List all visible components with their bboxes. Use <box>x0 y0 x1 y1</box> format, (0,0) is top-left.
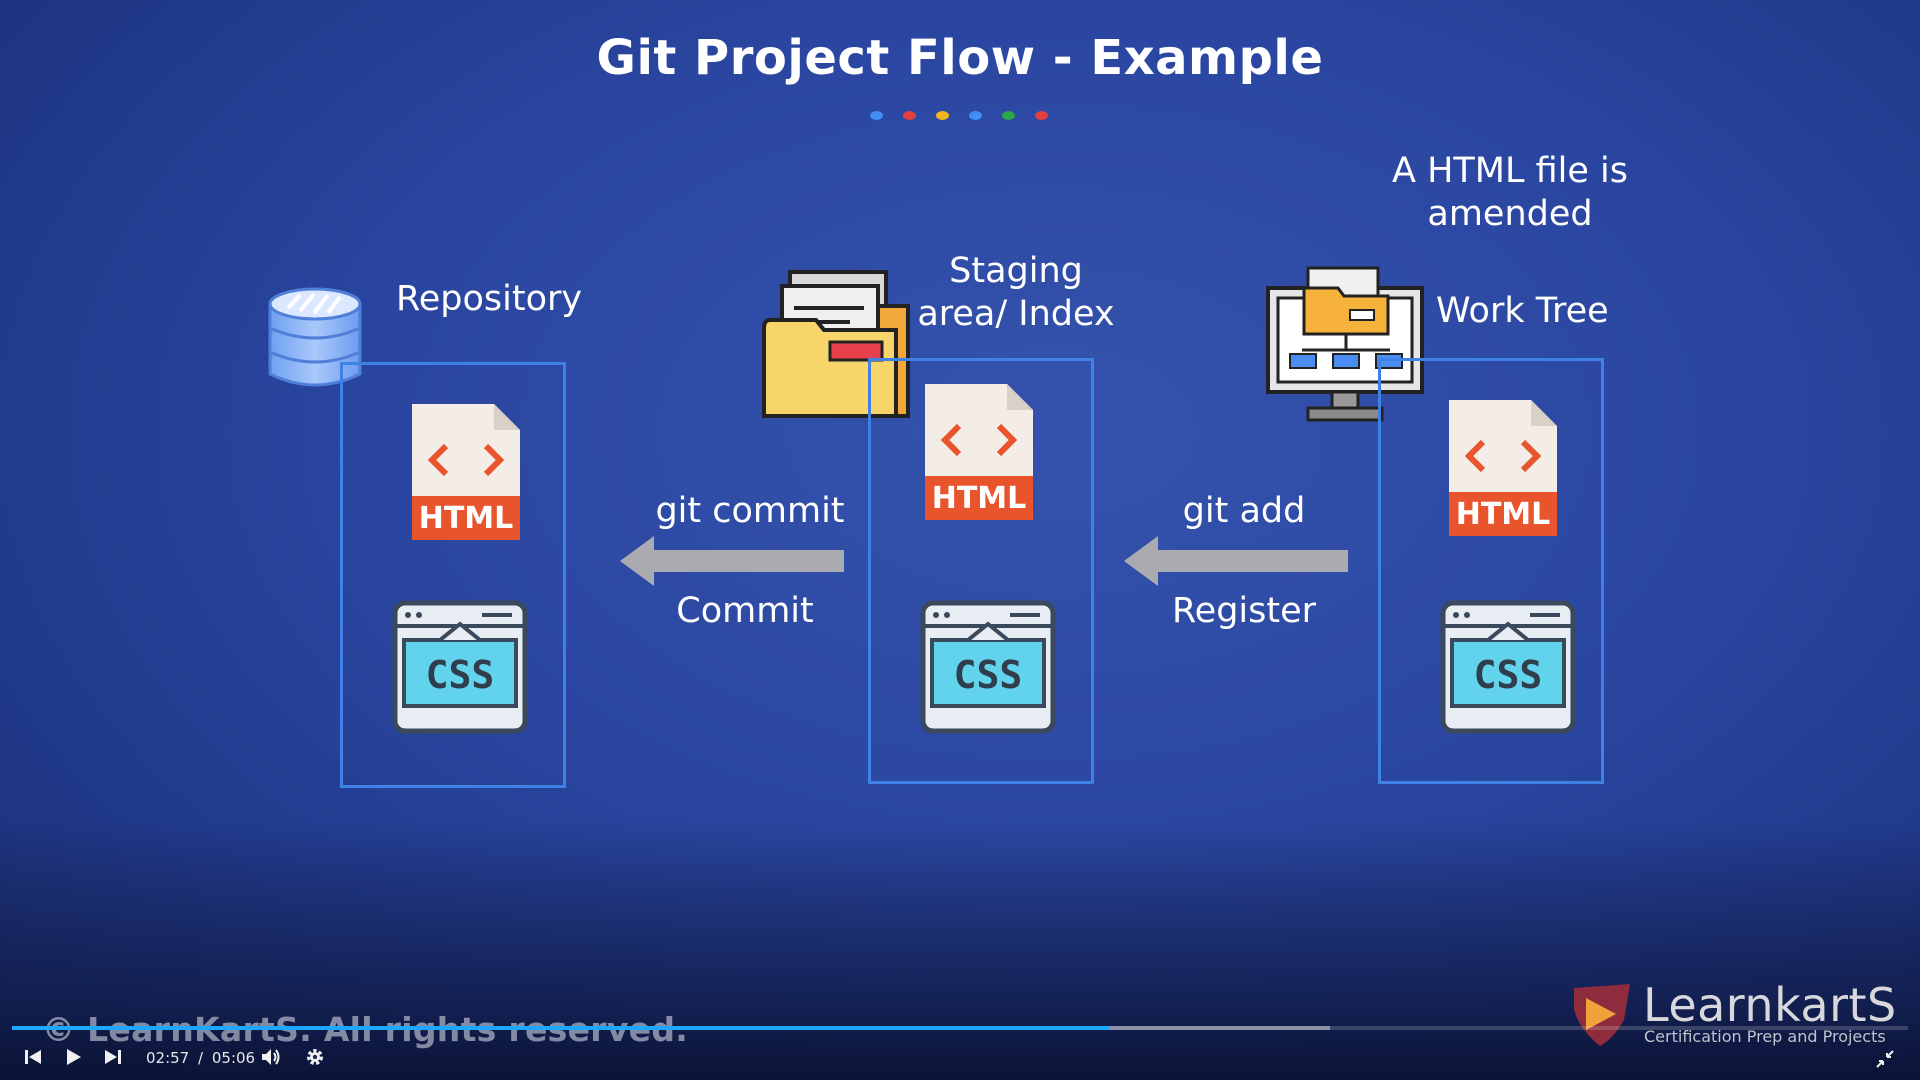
css-file-label: CSS <box>954 653 1023 697</box>
folder-files-icon <box>762 270 910 418</box>
left-arrow-icon <box>1124 536 1348 586</box>
commit-caption: Commit <box>676 591 814 631</box>
title-dot <box>1035 111 1048 120</box>
title-dot <box>870 111 883 120</box>
css-window-icon: CSS <box>1440 600 1576 734</box>
worktree-label: Work Tree <box>1436 291 1609 331</box>
title-dot <box>969 111 982 120</box>
html-file-icon: HTML <box>1449 400 1557 536</box>
repository-label: Repository <box>396 279 583 319</box>
worktree-box <box>1378 358 1604 784</box>
play-icon[interactable] <box>62 1046 84 1068</box>
duration: 05:06 <box>211 1049 256 1067</box>
title-dots <box>870 111 1048 120</box>
add-caption: Register <box>1171 591 1317 631</box>
next-icon[interactable] <box>102 1046 124 1068</box>
html-file-label: HTML <box>419 501 514 536</box>
html-file-label: HTML <box>1456 497 1551 532</box>
progress-played <box>12 1026 1110 1030</box>
css-file-label: CSS <box>1474 653 1543 697</box>
brand-tagline: Certification Prep and Projects <box>1644 1027 1886 1046</box>
staging-box <box>868 358 1094 784</box>
css-file-label: CSS <box>426 653 495 697</box>
html-file-label: HTML <box>932 481 1027 516</box>
commit-command: git commit <box>655 491 845 531</box>
repository-box <box>340 362 566 788</box>
add-command: git add <box>1182 491 1306 531</box>
css-window-icon: CSS <box>392 600 528 734</box>
fullscreen-exit-icon[interactable] <box>1874 1048 1896 1070</box>
previous-icon[interactable] <box>22 1046 44 1068</box>
brand-name: LearnkartS <box>1643 978 1897 1032</box>
current-time: 02:57 <box>146 1049 190 1067</box>
title-dot <box>936 111 949 120</box>
title-dot <box>903 111 916 120</box>
time-separator: / <box>198 1049 204 1067</box>
learnkarts-logo-icon <box>1574 984 1630 1046</box>
left-arrow-icon <box>620 536 844 586</box>
settings-gear-icon[interactable] <box>304 1046 326 1068</box>
volume-icon[interactable] <box>260 1046 282 1068</box>
slide-title: Git Project Flow - Example <box>596 30 1324 86</box>
time-display: 02:57 / 05:06 <box>146 1049 255 1067</box>
database-icon <box>268 287 362 387</box>
progress-bar[interactable] <box>12 1026 1908 1030</box>
annotation-text: A HTML file is amended <box>1392 151 1628 234</box>
css-window-icon: CSS <box>920 600 1056 734</box>
html-file-icon: HTML <box>412 404 520 540</box>
staging-label: Staging area/ Index <box>917 251 1115 334</box>
html-file-icon: HTML <box>925 384 1033 520</box>
title-dot <box>1002 111 1015 120</box>
computer-folder-icon <box>1266 266 1424 422</box>
